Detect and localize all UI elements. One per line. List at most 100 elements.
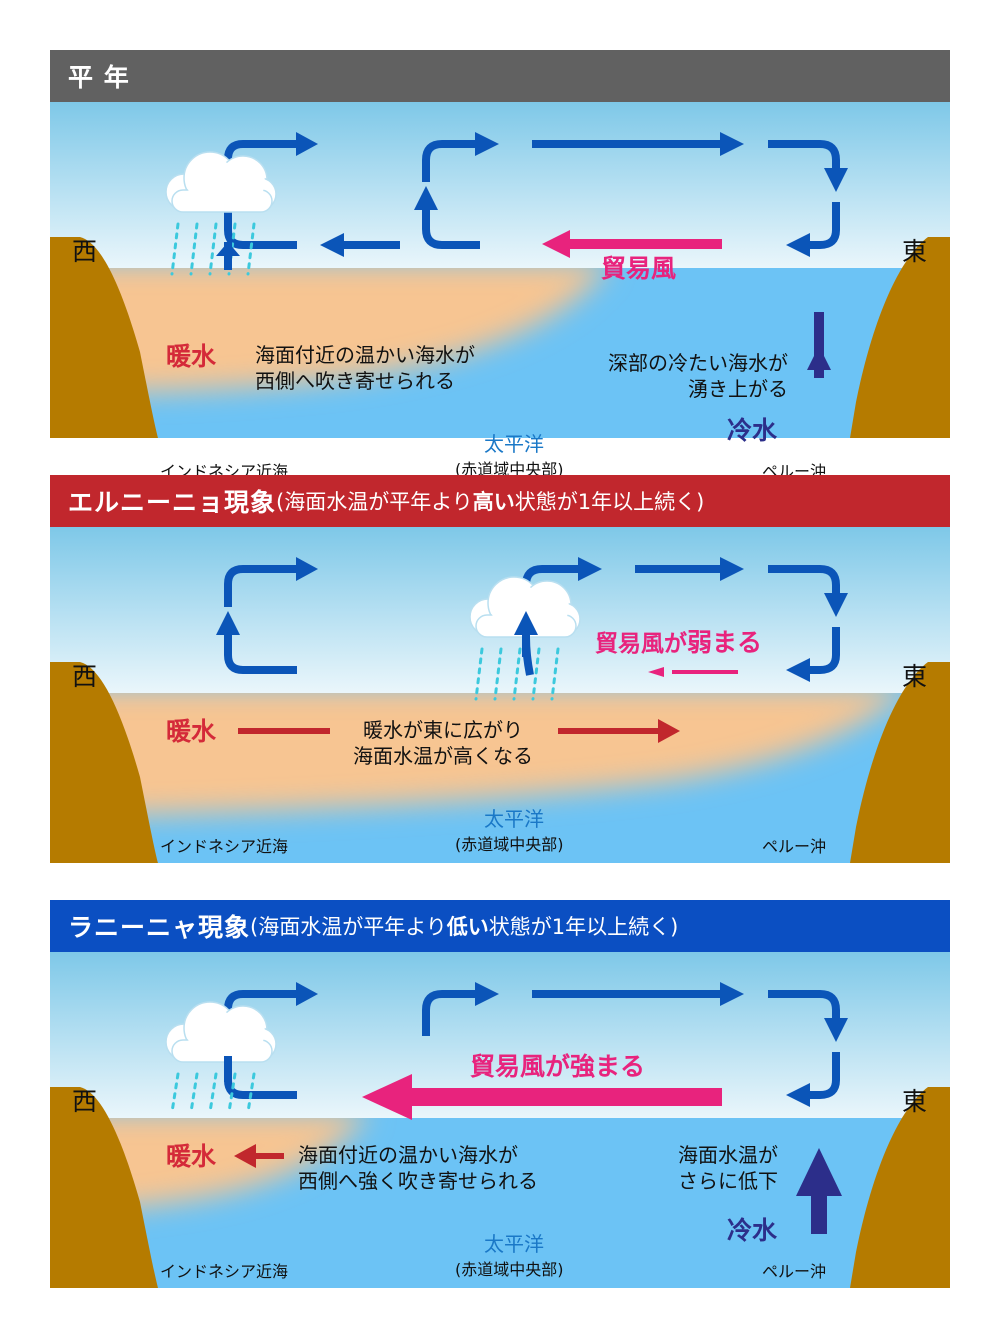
ocean-label: 太平洋 <box>484 807 544 831</box>
arrowhead-right <box>296 982 318 1006</box>
ocean-sublabel: (赤道域中央部) <box>455 1260 564 1279</box>
warm-water-description: 海面付近の温かい海水が 西側へ吹き寄せられる <box>255 342 475 395</box>
arrowhead-right <box>720 982 744 1006</box>
panel-header: ラニーニャ現象 (海面水温が平年より低い状態が1年以上続く) <box>50 900 950 952</box>
description-line: 西側へ強く吹き寄せられる <box>298 1169 538 1194</box>
circulation-left-lower <box>224 635 297 674</box>
description-line: 海面付近の温かい海水が <box>255 343 475 367</box>
arrowhead-up <box>414 186 438 210</box>
arrowhead-left <box>320 233 344 257</box>
direction-west: 西 <box>72 662 98 691</box>
direction-east: 東 <box>902 237 928 266</box>
panel-normal: 平 年 <box>50 50 950 480</box>
arrowhead-right <box>720 132 744 156</box>
land-east <box>850 1087 950 1288</box>
arrowhead-right <box>296 132 318 156</box>
circulation-arrowheads <box>216 557 848 682</box>
warm-water-spread-arrows <box>238 719 680 743</box>
warm-arrow-shaft <box>558 728 660 734</box>
circulation-mid-upper <box>422 990 475 1036</box>
direction-west: 西 <box>72 237 98 266</box>
arrowhead-right <box>578 557 602 581</box>
circulation-east-lower <box>810 202 840 249</box>
land-east <box>850 662 950 863</box>
cold-water-label: 冷水 <box>727 1216 778 1245</box>
land-east <box>850 237 950 438</box>
ocean-label: 太平洋 <box>484 1232 544 1256</box>
wind-label-part: 貿易風が <box>595 631 687 657</box>
warm-water-push-arrow <box>234 1144 284 1168</box>
subtitle-part: (海面水温が平年より <box>276 490 473 514</box>
direction-west: 西 <box>72 1087 98 1116</box>
updraft-arrowhead <box>514 611 538 635</box>
direction-east: 東 <box>902 1087 928 1116</box>
description-line: 西側へ吹き寄せられる <box>255 369 455 394</box>
rain-icon <box>170 1072 256 1114</box>
arrowhead-right <box>296 557 318 581</box>
warm-arrowhead <box>658 719 680 743</box>
panel-title: ラニーニャ現象 <box>68 913 251 942</box>
ocean-sublabel: (赤道域中央部) <box>455 460 564 479</box>
land-west <box>50 1087 158 1288</box>
circulation-mid-upper <box>422 140 475 182</box>
description-line: 深部の冷たい海水が <box>608 351 788 375</box>
circulation-east-descend <box>768 565 840 595</box>
rain-icon <box>474 647 560 701</box>
circulation-mid-lower <box>422 210 480 249</box>
upwelling-description: 深部の冷たい海水が 湧き上がる <box>590 350 788 403</box>
subtitle-part: 状態が1年以上続く) <box>488 915 679 939</box>
arrowhead-up <box>216 611 240 635</box>
place-west: インドネシア近海 <box>160 837 289 856</box>
subtitle-emphasis: 高い <box>472 490 515 514</box>
circulation-east-lower <box>810 627 840 674</box>
trade-wind-label: 貿易風が強まる <box>470 1052 646 1081</box>
direction-east: 東 <box>902 662 928 691</box>
description-line: 海面水温が高くなる <box>353 744 533 769</box>
ocean-label: 太平洋 <box>484 432 544 456</box>
warm-water-description: 暖水が東に広がり 海面水温が高くなる <box>336 717 550 770</box>
trade-wind-arrow <box>362 1074 722 1120</box>
land-west <box>50 237 158 438</box>
cloud-icon <box>165 151 277 213</box>
trade-wind-label: 貿易風が弱まる <box>595 630 762 656</box>
updraft-arrowhead <box>216 242 240 256</box>
scene-graphic <box>50 102 950 438</box>
panel-header: エルニーニョ現象 (海面水温が平年より高い状態が1年以上続く) <box>50 475 950 527</box>
place-west: インドネシア近海 <box>160 1262 289 1281</box>
description-line: 湧き上がる <box>688 377 788 402</box>
warm-water-label: 暖水 <box>166 717 217 746</box>
arrowhead-right <box>475 132 499 156</box>
subtitle-part: (海面水温が平年より <box>250 915 447 939</box>
scene-graphic <box>50 952 950 1288</box>
land-west <box>50 662 158 863</box>
panel-header: 平 年 <box>50 50 950 102</box>
scene-el-nino: 西 東 貿易風が弱まる 暖水 暖水が東に広がり 海面水温が高くなる 太平洋 (赤… <box>50 527 950 863</box>
warm-water-description: 海面付近の温かい海水が 西側へ強く吹き寄せられる <box>298 1142 538 1195</box>
description-line: 暖水が東に広がり <box>363 718 523 742</box>
cold-water-label: 冷水 <box>727 416 778 445</box>
upwelling-arrow <box>807 312 831 378</box>
description-line: 海面付近の温かい海水が <box>298 1143 518 1167</box>
trade-wind-label: 貿易風 <box>601 254 677 283</box>
circulation-left-upper <box>224 565 298 607</box>
circulation-east-lower <box>810 1052 840 1099</box>
arrowhead-left <box>786 233 810 257</box>
wind-label-emphasis: 弱まる <box>687 628 763 657</box>
ocean-sublabel: (赤道域中央部) <box>455 835 564 854</box>
arrowhead-down <box>824 593 848 617</box>
place-east: ペルー沖 <box>762 1262 827 1281</box>
scene-graphic <box>50 527 950 863</box>
panel-el-nino: エルニーニョ現象 (海面水温が平年より高い状態が1年以上続く) <box>50 475 950 863</box>
arrowhead-right <box>475 982 499 1006</box>
arrowhead-right <box>720 557 744 581</box>
upwelling-description: 海面水温が さらに低下 <box>678 1142 778 1195</box>
warm-arrow-line <box>238 728 330 734</box>
cloud-icon <box>165 1001 277 1063</box>
circulation-arrowheads <box>216 132 848 257</box>
panel-title: 平 年 <box>68 63 130 92</box>
scene-normal: 西 東 貿易風 暖水 海面付近の温かい海水が 西側へ吹き寄せられる 深部の冷たい… <box>50 102 950 480</box>
trade-wind-arrow <box>648 667 738 677</box>
trade-wind-arrow <box>542 230 722 258</box>
arrowhead-left <box>786 658 810 682</box>
panel-la-nina: ラニーニャ現象 (海面水温が平年より低い状態が1年以上続く) <box>50 900 950 1288</box>
